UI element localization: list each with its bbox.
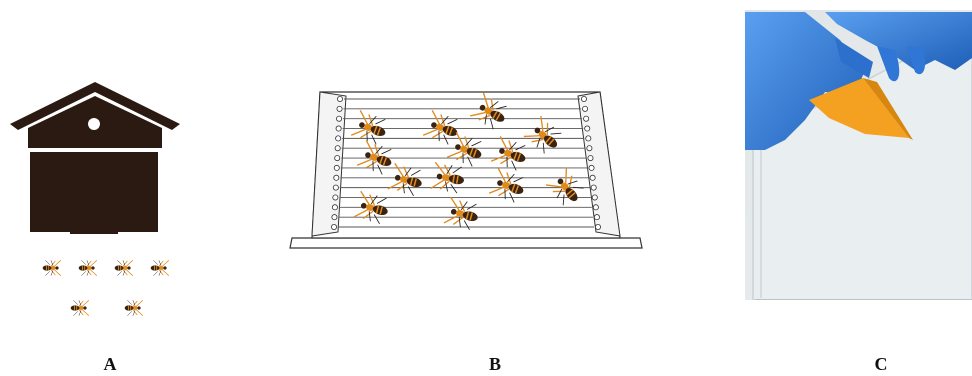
- harp-pin: [332, 184, 339, 191]
- harp-pin: [331, 204, 338, 211]
- wasp-icon: [356, 139, 392, 175]
- harp-pin: [588, 164, 595, 171]
- wasp-icon: [443, 196, 478, 231]
- wasp-icon: [470, 92, 507, 130]
- wasps-group-a: [42, 260, 170, 316]
- harp-pin: [333, 174, 340, 181]
- harp-pin: [331, 223, 338, 230]
- wasp-icon: [78, 260, 98, 276]
- wasp-icon: [350, 109, 386, 145]
- harp-pin: [336, 115, 343, 122]
- gloved-hand-icon: [745, 12, 873, 150]
- wasp-icon: [430, 161, 464, 194]
- wasp-icon: [150, 260, 170, 276]
- harp-pin: [580, 96, 587, 103]
- panel-c: C: [745, 0, 972, 376]
- harp-pin: [585, 135, 592, 142]
- wasp-icon: [490, 135, 526, 171]
- harp-pin: [334, 145, 341, 152]
- harp-pin: [332, 194, 339, 201]
- wasp-icon: [353, 190, 388, 225]
- panel-a: A: [0, 0, 200, 376]
- harp-pin: [333, 164, 340, 171]
- panel-label-b: B: [488, 354, 501, 374]
- wasp-icon: [124, 300, 144, 316]
- harp-pin: [589, 174, 596, 181]
- harp-pin: [592, 204, 599, 211]
- wasp-icon: [114, 260, 134, 276]
- hive-icon: [10, 82, 180, 234]
- harp-pin: [591, 194, 598, 201]
- photo-scraping-glass: [745, 10, 972, 300]
- harp-pin: [331, 214, 338, 221]
- wasp-icon: [42, 260, 62, 276]
- panel-label-c: C: [874, 354, 888, 374]
- harp-pin: [335, 125, 342, 132]
- wasp-icon: [523, 115, 562, 154]
- wasp-icon: [446, 131, 482, 167]
- harp-pin: [335, 135, 342, 142]
- harp-pin: [582, 105, 589, 112]
- harp-pin: [337, 96, 344, 103]
- harp-pin: [336, 105, 343, 112]
- harp-pin: [334, 155, 341, 162]
- harp-pin: [590, 184, 597, 191]
- harp-pin: [593, 214, 600, 221]
- wasp-icon: [488, 167, 524, 203]
- harp-pin: [584, 125, 591, 132]
- gloved-hand-icon: [825, 12, 972, 82]
- harp-pin: [583, 115, 590, 122]
- wasp-icon: [70, 300, 90, 316]
- wasps-group-b: [350, 92, 584, 231]
- wasp-icon: [545, 167, 584, 206]
- harp-pin: [586, 145, 593, 152]
- wasp-icon: [422, 109, 458, 145]
- wasp-icon: [387, 162, 422, 197]
- harp-pin: [587, 155, 594, 162]
- panel-b: B: [280, 0, 660, 376]
- panel-label-a: A: [103, 354, 117, 374]
- harp-pin: [594, 223, 601, 230]
- scraper-icon: [809, 78, 909, 138]
